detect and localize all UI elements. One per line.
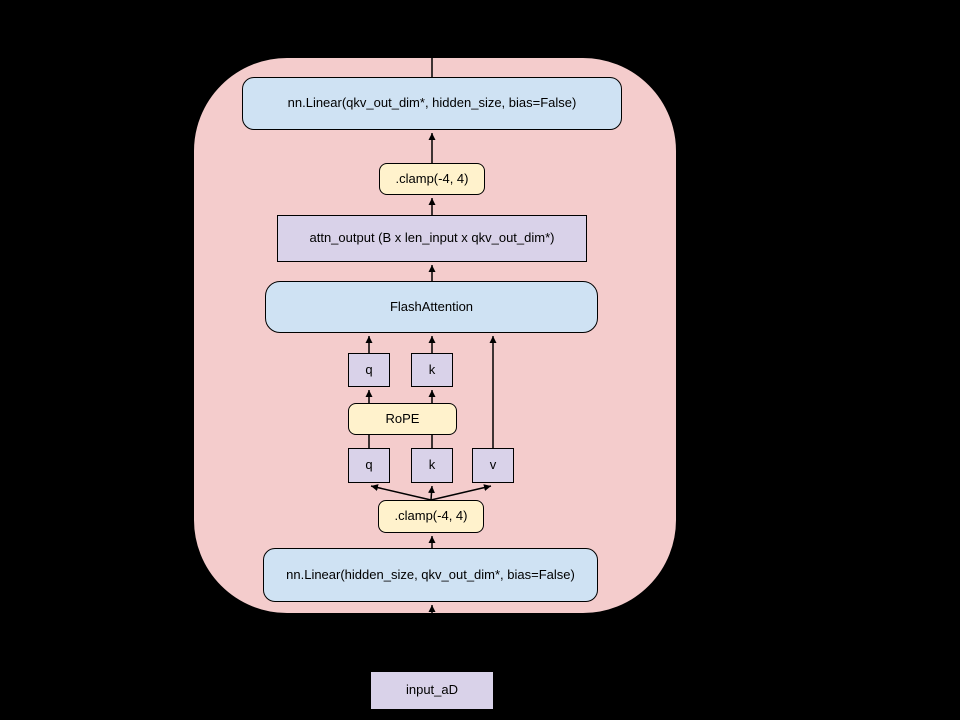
node-clamp-output: .clamp(-4, 4): [379, 163, 485, 195]
node-clamp-input: .clamp(-4, 4): [378, 500, 484, 533]
node-k-rotated: k: [411, 353, 453, 387]
node-q-rotated: q: [348, 353, 390, 387]
node-input-ad: input_aD: [371, 672, 493, 709]
node-k: k: [411, 448, 453, 483]
node-linear-output: nn.Linear(qkv_out_dim*, hidden_size, bia…: [242, 77, 622, 130]
node-flash-attention: FlashAttention: [265, 281, 598, 333]
node-attn-output: attn_output (B x len_input x qkv_out_dim…: [277, 215, 587, 262]
node-rope: RoPE: [348, 403, 457, 435]
node-v: v: [472, 448, 514, 483]
node-q: q: [348, 448, 390, 483]
node-linear-input: nn.Linear(hidden_size, qkv_out_dim*, bia…: [263, 548, 598, 602]
